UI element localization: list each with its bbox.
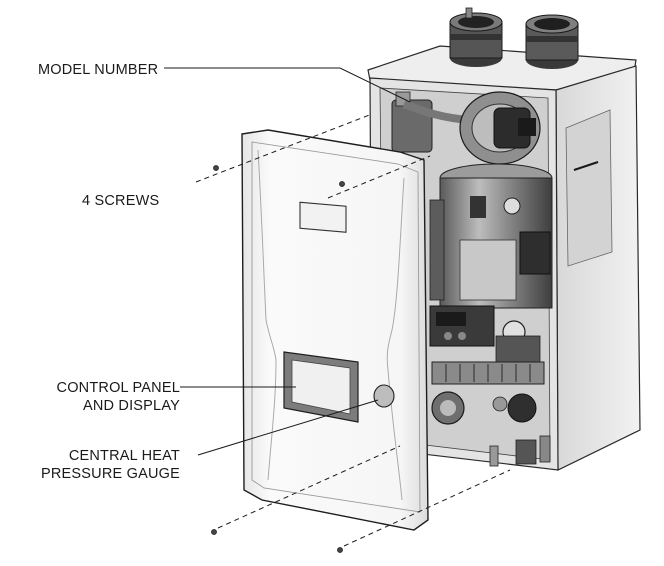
callout-model-number: MODEL NUMBER	[38, 61, 158, 79]
screw-bottom-right	[337, 547, 343, 553]
screw-alignment-lines	[195, 113, 511, 547]
rating-plate	[565, 109, 613, 267]
leader-lines	[164, 67, 599, 456]
screw-bottom-left	[211, 529, 217, 535]
vent-collars	[449, 7, 579, 69]
screws-label: 4 SCREWS	[82, 193, 160, 209]
callout-pressure-gauge: CENTRAL HEAT PRESSURE GAUGE	[20, 447, 180, 483]
control-panel-display-window	[283, 351, 359, 423]
leader-model-plate	[573, 161, 599, 171]
callout-screws: 4 SCREWS	[82, 192, 159, 210]
pressure-gauge-opening	[373, 384, 395, 408]
pressure-gauge-label-line2: PRESSURE GAUGE	[41, 466, 180, 482]
control-panel-label-line1: CONTROL PANEL	[56, 380, 180, 396]
leader-pressure-gauge	[197, 399, 379, 456]
callout-control-panel: CONTROL PANEL AND DISPLAY	[30, 379, 180, 415]
control-panel-label-line2: AND DISPLAY	[82, 398, 180, 414]
front-cover-panel	[241, 129, 429, 531]
internal-components	[391, 91, 553, 467]
leader-model-number	[164, 67, 411, 103]
screw-top-right	[339, 181, 345, 187]
pressure-gauge-label-line1: CENTRAL HEAT	[68, 448, 180, 464]
handle-recess	[299, 201, 347, 233]
model-number-label: MODEL NUMBER	[38, 62, 159, 78]
screws	[211, 165, 345, 553]
screw-top-left	[213, 165, 219, 171]
